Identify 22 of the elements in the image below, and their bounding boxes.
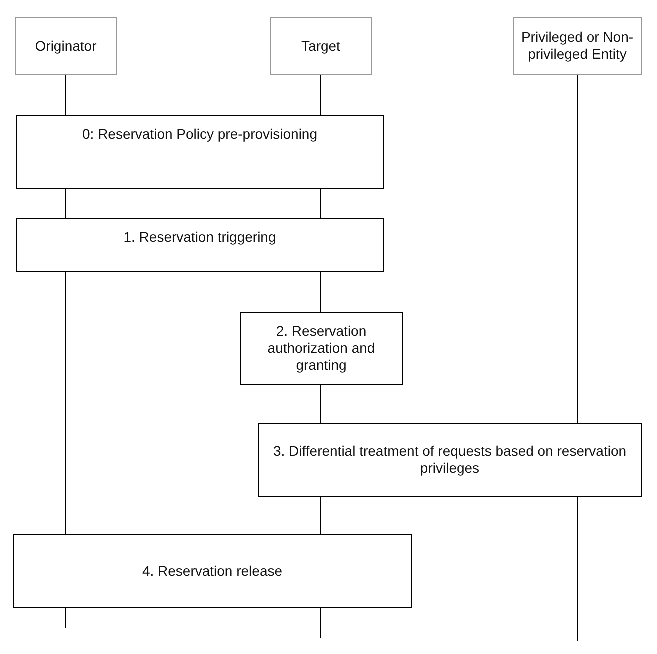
lifeline: [320, 188, 322, 218]
process-box: [16, 115, 384, 189]
participant-box: [513, 17, 642, 75]
step-label: 0: Reservation Policy pre-provisioning: [82, 126, 318, 143]
process-box: [13, 534, 412, 608]
step-label: 2. Reservation authorization and granting: [266, 323, 376, 374]
participant-box: [270, 17, 372, 75]
step-label: 3. Differential treatment of requests based on reservation privileges: [272, 443, 628, 477]
participant-box: [15, 17, 117, 75]
participant-label: Privileged or Non-privileged Entity: [520, 29, 635, 63]
lifeline: [320, 384, 322, 424]
lifeline: [320, 608, 322, 638]
participant-label: Target: [300, 38, 342, 54]
process-box: [258, 423, 642, 497]
step-label: 4. Reservation release: [141, 562, 284, 580]
step-label: 1. Reservation triggering: [122, 229, 278, 246]
lifeline: [320, 496, 322, 534]
participant-label: Originator: [34, 38, 98, 54]
lifeline: [320, 272, 322, 312]
lifeline: [320, 74, 322, 116]
process-box: [16, 218, 384, 272]
process-box: [240, 312, 403, 385]
